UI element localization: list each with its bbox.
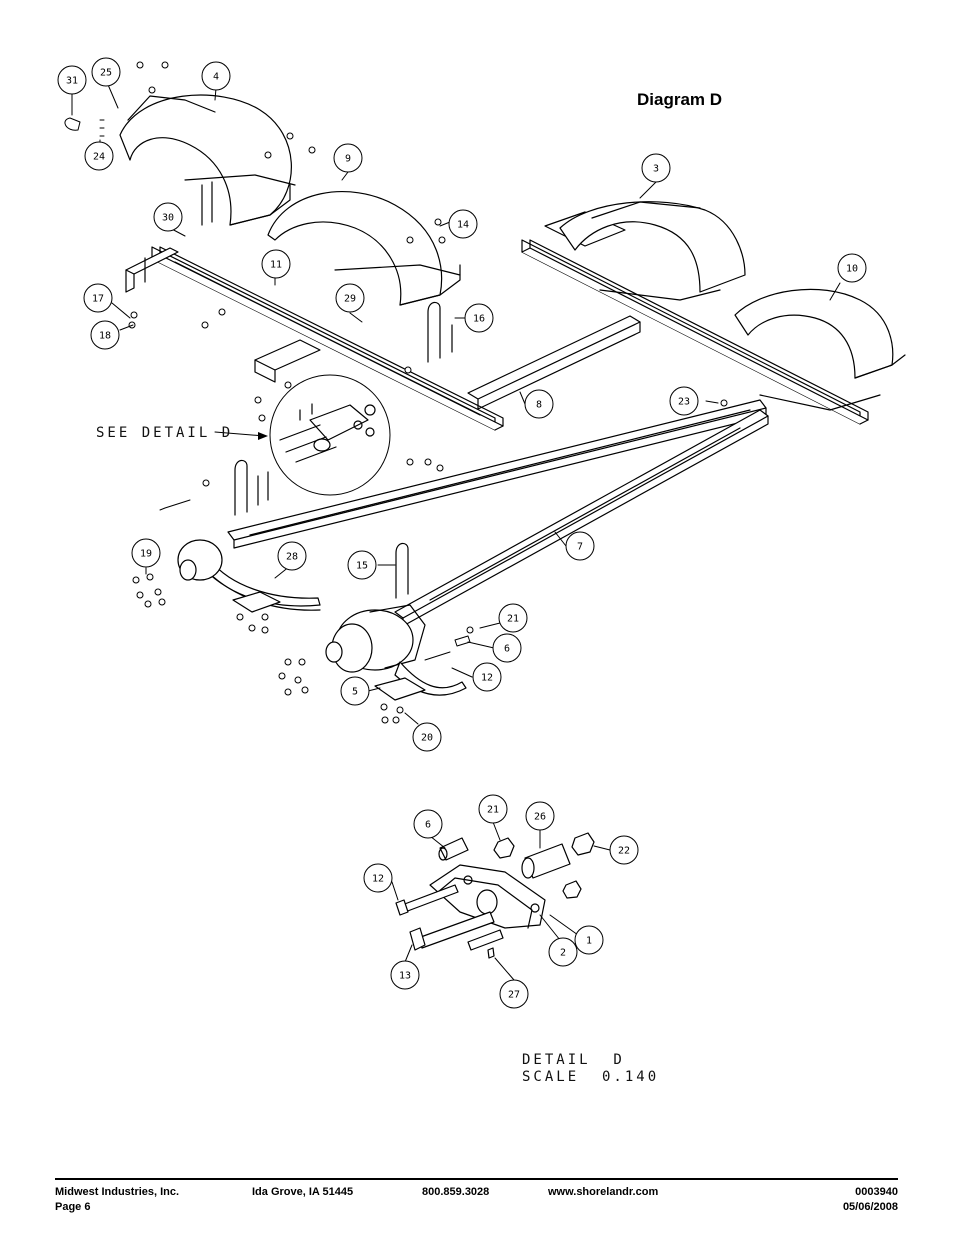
spring-and-hub-drawings: [177, 539, 467, 701]
callout-detail-6: 2: [560, 948, 566, 959]
callout-main-14: 18: [99, 331, 111, 342]
callout-main-2: 25: [100, 68, 112, 79]
callout-detail-7: 1: [586, 936, 592, 947]
callouts-main: [71, 79, 841, 725]
see-detail-label: SEE DETAIL D: [96, 425, 234, 441]
callout-main-6: 30: [162, 213, 174, 224]
callout-main-11: 17: [92, 294, 104, 305]
callout-detail-5: 12: [372, 874, 384, 885]
callout-detail-1: 6: [425, 820, 431, 831]
detail-caption-line1: DETAIL D: [522, 1052, 625, 1068]
callout-main-3: 4: [213, 72, 219, 83]
callout-main-15: 8: [536, 400, 542, 411]
footer-website: www.shorelandr.com: [548, 1186, 659, 1198]
fender-drawings: [119, 94, 906, 411]
callout-main-18: 19: [140, 549, 152, 560]
callout-main-5: 9: [345, 154, 351, 165]
callout-main-19: 28: [286, 552, 298, 563]
callout-detail-3: 26: [534, 812, 546, 823]
see-detail-arrow: [214, 431, 266, 437]
callout-main-17: 7: [577, 542, 583, 553]
callout-main-1: 31: [66, 76, 78, 87]
trailer-frame-drawing: [125, 211, 869, 627]
callout-circles: [57, 57, 867, 752]
callout-main-22: 6: [504, 644, 510, 655]
footer-phone: 800.859.3028: [422, 1186, 490, 1198]
callout-detail-8: 13: [399, 971, 411, 982]
detail-caption-line2: SCALE 0.140: [522, 1069, 660, 1085]
callout-main-13: 16: [473, 314, 485, 325]
page-title: Diagram D: [637, 90, 723, 109]
callout-main-9: 10: [846, 264, 858, 275]
callout-main-24: 5: [352, 687, 358, 698]
footer-page: Page 6: [55, 1201, 91, 1213]
callout-main-7: 14: [457, 220, 469, 231]
callout-main-20: 15: [356, 561, 368, 572]
footer-doc-number: 0003940: [855, 1186, 898, 1198]
callout-main-16: 23: [678, 397, 690, 408]
callout-main-23: 12: [481, 673, 493, 684]
callout-main-8: 3: [653, 164, 659, 175]
footer-date: 05/06/2008: [842, 1201, 898, 1213]
callout-circles-detail: [363, 794, 639, 1009]
callout-main-21: 21: [507, 614, 519, 625]
callout-detail-2: 21: [487, 805, 499, 816]
callout-detail-4: 22: [618, 846, 630, 857]
callout-main-12: 29: [344, 294, 356, 305]
hardware-drawings: [64, 61, 728, 724]
footer-company: Midwest Industries, Inc.: [55, 1186, 180, 1198]
detail-d-drawing: [395, 832, 595, 959]
footer-divider: [55, 1178, 898, 1180]
callout-main-4: 24: [93, 152, 105, 163]
detail-view-circle: [269, 374, 391, 496]
u-bolt-drawings: [201, 181, 453, 599]
callout-main-10: 11: [270, 260, 282, 271]
footer-city: Ida Grove, IA 51445: [252, 1186, 354, 1198]
callout-main-25: 20: [421, 733, 433, 744]
callout-detail-9: 27: [508, 990, 520, 1001]
